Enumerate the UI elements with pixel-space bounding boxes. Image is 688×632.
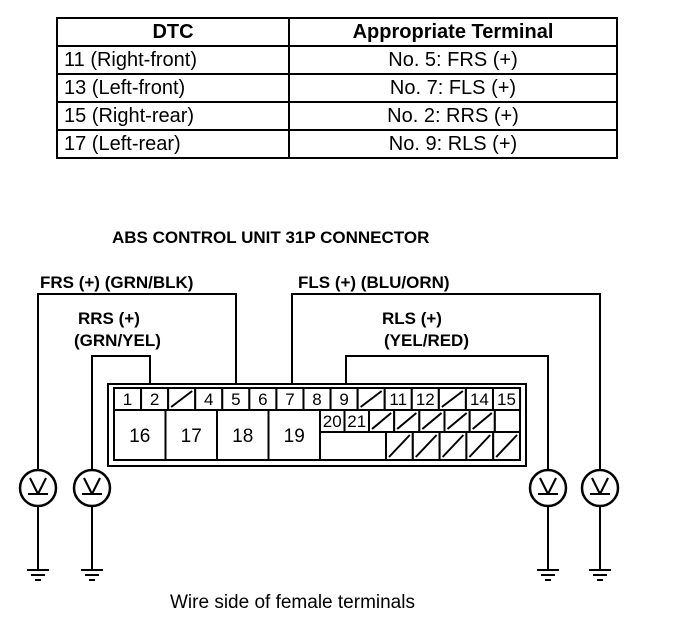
connector-gap: [319, 431, 387, 461]
terminal: No. 5: FRS (+): [288, 45, 618, 75]
diagram-title: ABS CONTROL UNIT 31P CONNECTOR: [112, 228, 429, 247]
pin-label: 18: [232, 426, 253, 447]
pin-label: 20: [323, 412, 342, 431]
table-header-row: DTC Appropriate Terminal: [56, 17, 618, 47]
dtc-code: 15 (Right-rear): [56, 101, 290, 131]
pin-label: 16: [129, 426, 150, 447]
pin-label: 14: [470, 390, 489, 409]
wire-frs: [37, 293, 237, 470]
table-row: 11 (Right-front) No. 5: FRS (+): [56, 45, 618, 75]
sensor-rrs-icon: [72, 468, 112, 508]
terminal: No. 2: RRS (+): [288, 101, 618, 131]
sensor-rls-icon: [528, 468, 568, 508]
pin-label: 5: [231, 390, 240, 409]
dtc-code: 17 (Left-rear): [56, 129, 290, 159]
table-row: 15 (Right-rear) No. 2: RRS (+): [56, 101, 618, 131]
pin-label: 17: [181, 426, 202, 447]
pin-label: 1: [123, 390, 132, 409]
pin-label: 6: [258, 390, 267, 409]
wire-rls: [345, 355, 549, 470]
terminal: No. 9: RLS (+): [288, 129, 618, 159]
wiring: [37, 293, 601, 570]
table-row: 17 (Left-rear) No. 9: RLS (+): [56, 129, 618, 159]
label-rrs-1: RRS (+): [78, 309, 140, 328]
label-rls-1: RLS (+): [382, 309, 442, 328]
pin-label: 7: [285, 390, 294, 409]
header-terminal: Appropriate Terminal: [288, 17, 618, 47]
dtc-table: DTC Appropriate Terminal 11 (Right-front…: [56, 17, 618, 159]
label-frs: FRS (+) (GRN/BLK): [40, 273, 193, 292]
wire-rrs: [91, 355, 151, 470]
diagram-caption: Wire side of female terminals: [170, 592, 415, 613]
pin-label: 9: [339, 390, 348, 409]
ground-icon: [80, 569, 104, 581]
pin-label: 12: [416, 390, 435, 409]
ground-icon: [588, 569, 612, 581]
dtc-code: 13 (Left-front): [56, 73, 290, 103]
sensor-frs-icon: [18, 468, 58, 508]
pin-16: [113, 409, 167, 461]
pin-label: 2: [150, 390, 159, 409]
pin-label: 11: [389, 390, 407, 409]
pin-label: 19: [284, 426, 305, 447]
label-fls: FLS (+) (BLU/ORN): [298, 273, 450, 292]
ground-icon: [26, 569, 50, 581]
sensor-fls-icon: [580, 468, 620, 508]
ground-icon: [536, 569, 560, 581]
pin-label: 8: [312, 390, 321, 409]
table-row: 13 (Left-front) No. 7: FLS (+): [56, 73, 618, 103]
dtc-code: 11 (Right-front): [56, 45, 290, 75]
pin-blank: [493, 409, 522, 433]
label-rrs-2: (GRN/YEL): [74, 331, 161, 350]
connector-31p: [107, 383, 527, 467]
pin-label: 15: [497, 390, 516, 409]
wire-fls: [291, 293, 601, 470]
label-rls-2: (YEL/RED): [384, 331, 469, 350]
pin-19: [267, 409, 321, 461]
pin-label: 21: [347, 412, 366, 431]
header-dtc: DTC: [56, 17, 290, 47]
terminal: No. 7: FLS (+): [288, 73, 618, 103]
pin-label: 4: [204, 390, 213, 409]
